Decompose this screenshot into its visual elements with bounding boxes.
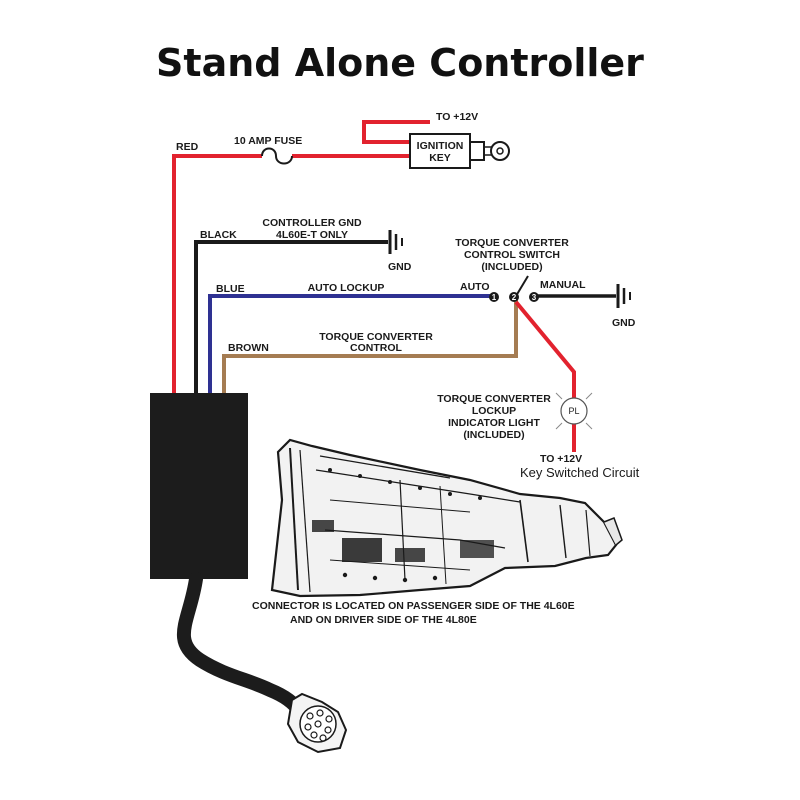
red-wire-switch-to-light xyxy=(514,300,576,398)
to-12v-bottom-label: TO +12V xyxy=(540,453,582,465)
page-title: Stand Alone Controller xyxy=(156,41,644,85)
connector-note-1: CONNECTOR IS LOCATED ON PASSENGER SIDE O… xyxy=(252,600,575,612)
controller-gnd-label-2: 4L60E-T ONLY xyxy=(276,229,348,241)
ground-icon xyxy=(388,230,403,254)
pin-2: 2 xyxy=(512,293,517,302)
blue-wire xyxy=(208,294,492,393)
fuse-label: 10 AMP FUSE xyxy=(234,135,302,147)
key-switched-label: Key Switched Circuit xyxy=(520,465,640,480)
red-wire xyxy=(172,154,262,393)
ignition-label-1: IGNITION xyxy=(417,140,464,152)
connector-note-2: AND ON DRIVER SIDE OF THE 4L80E xyxy=(290,614,477,626)
red-label: RED xyxy=(176,141,199,153)
light-label-3: INDICATOR LIGHT xyxy=(448,417,540,429)
ignition-key-icon xyxy=(409,133,510,169)
controller-box xyxy=(150,393,248,579)
tcc-switch-label-2: CONTROL SWITCH xyxy=(464,249,560,261)
controller-gnd-label-1: CONTROLLER GND xyxy=(262,217,362,229)
manual-label: MANUAL xyxy=(540,279,586,291)
black-label: BLACK xyxy=(200,229,237,241)
switch-icon xyxy=(489,275,539,302)
fuse-icon xyxy=(261,147,293,165)
controller-cable xyxy=(177,572,307,719)
black-wire xyxy=(194,240,388,393)
light-label-1: TORQUE CONVERTER xyxy=(437,393,551,405)
red-wire-to-12v-top xyxy=(362,120,430,144)
pl-label: PL xyxy=(568,406,579,416)
brown-wire xyxy=(222,298,518,393)
blue-label: BLUE xyxy=(216,283,245,295)
gnd-label-2: GND xyxy=(612,317,636,329)
auto-lockup-label: AUTO LOCKUP xyxy=(308,282,385,294)
brown-label: BROWN xyxy=(228,342,269,354)
tc-control-label-1: TORQUE CONVERTER xyxy=(319,331,433,343)
light-label-2: LOCKUP xyxy=(472,405,516,417)
light-label-4: (INCLUDED) xyxy=(463,429,524,441)
auto-label: AUTO xyxy=(460,281,490,293)
tc-control-label-2: CONTROL xyxy=(350,342,402,354)
to-12v-top-label: TO +12V xyxy=(436,111,478,123)
indicator-light-icon xyxy=(555,392,593,430)
connector-plug-icon xyxy=(286,692,348,754)
ground-icon-manual xyxy=(616,284,631,308)
tcc-switch-label-3: (INCLUDED) xyxy=(481,261,542,273)
transmission-illustration xyxy=(270,438,623,598)
tcc-switch-label-1: TORQUE CONVERTER xyxy=(455,237,569,249)
pin-1: 1 xyxy=(492,293,497,302)
ignition-label-2: KEY xyxy=(429,152,451,164)
pin-3: 3 xyxy=(532,293,537,302)
gnd-label-1: GND xyxy=(388,261,412,273)
